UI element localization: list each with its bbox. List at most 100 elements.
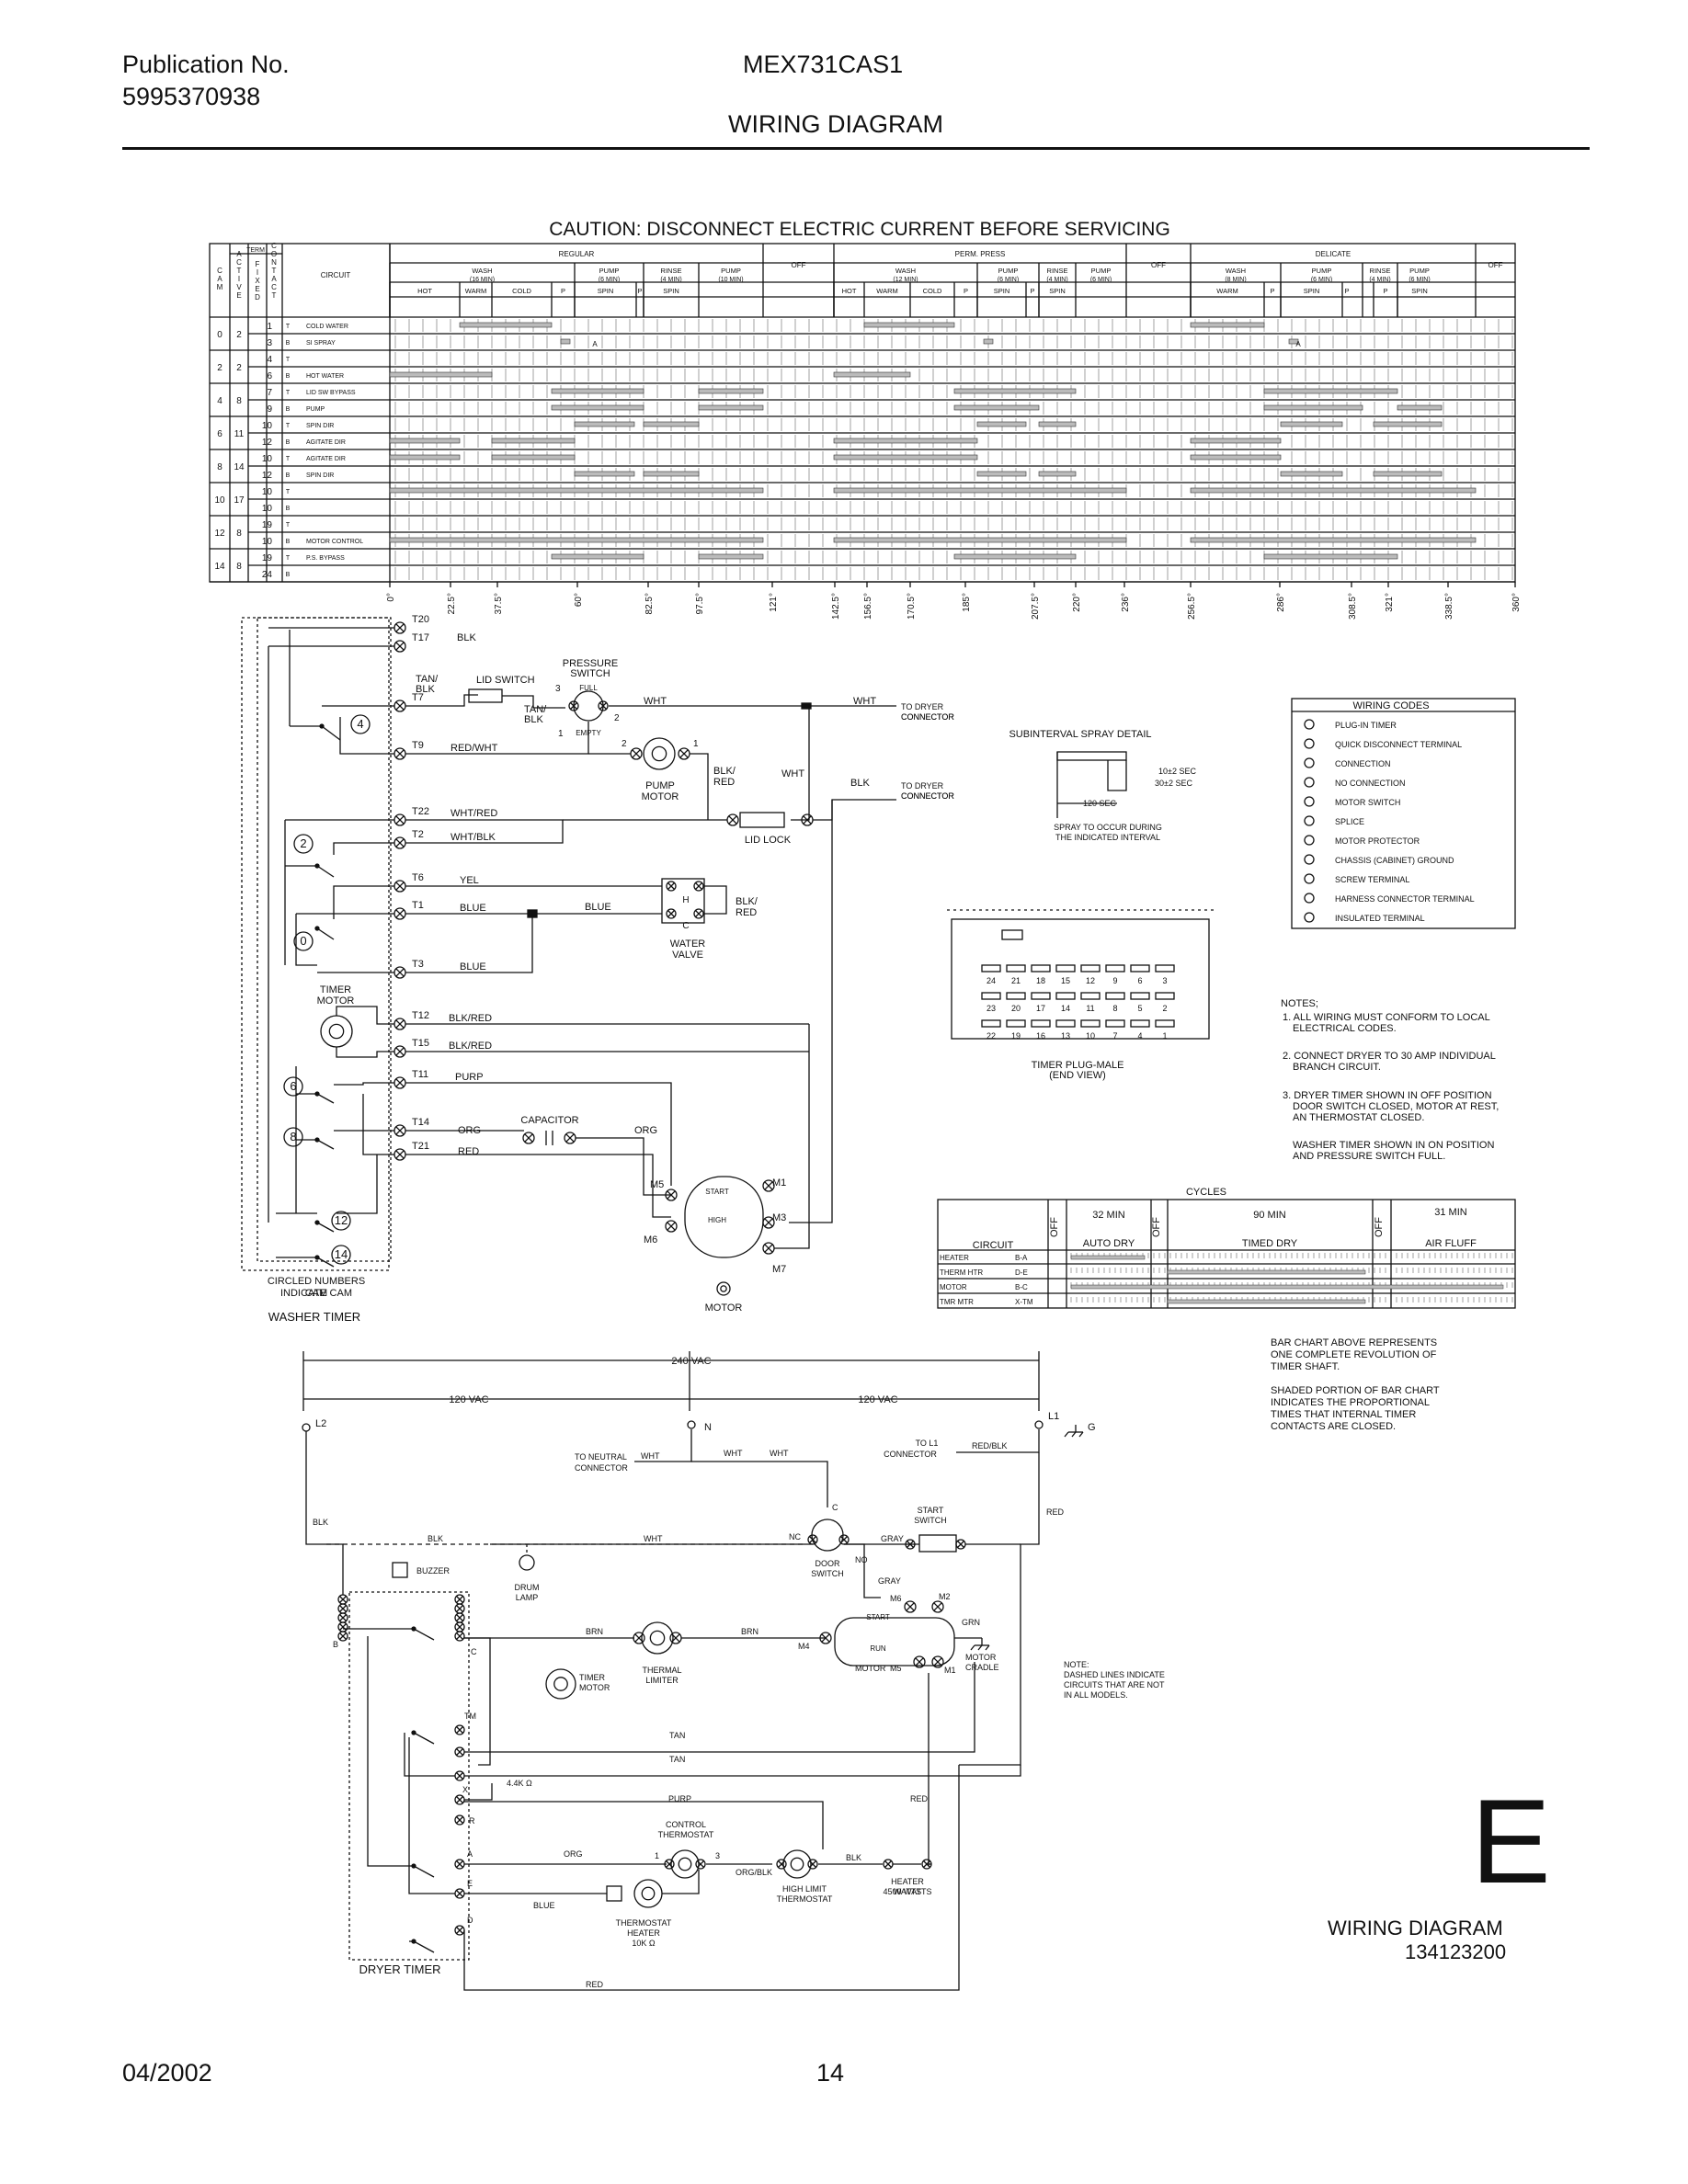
terminal-icon (695, 1859, 706, 1870)
wire (405, 694, 478, 707)
wire-color-label: BLUE (533, 1901, 555, 1910)
contact-closed-bar (389, 438, 461, 444)
terminal-icon (456, 1726, 463, 1734)
cycle-closed-bar (1167, 1269, 1366, 1275)
contact-closed-bar (1190, 322, 1265, 328)
plug-pin (1080, 1019, 1101, 1028)
phase-label: WARM (876, 287, 897, 295)
wire (404, 1733, 455, 1777)
wire-color-label: BLK (428, 1534, 443, 1543)
contact-position: B (286, 340, 291, 347)
timer-plug-label: TIMER PLUG-MALE (1032, 1060, 1124, 1071)
circuit-name: AGITATE DIR (306, 456, 346, 462)
phase-label: HOT (842, 287, 857, 295)
high-limit-thermostat-icon (782, 1849, 812, 1879)
contact-closed-bar (574, 471, 635, 477)
sub-interval-duration: (6 MIN) (998, 277, 1019, 283)
terminal-icon (395, 1047, 405, 1056)
switch-icon (413, 1628, 435, 1641)
drum-lamp-icon (519, 1554, 535, 1571)
plug-pin-number: 2 (1162, 1004, 1167, 1013)
plug-pin-number: 5 (1137, 1004, 1142, 1013)
vertical-header-letter: X (255, 277, 260, 285)
contact-closed-bar (551, 388, 644, 394)
fixed-terminal: 19 (262, 520, 273, 530)
washer-terminal-label: T15 (412, 1038, 429, 1049)
active-terminal: 2 (236, 363, 242, 373)
switch-icon (413, 1732, 435, 1745)
terminal-icon (667, 910, 675, 917)
active-terminal: 11 (234, 429, 245, 439)
circuit-name: MOTOR CONTROL (306, 539, 363, 545)
terminal-icon (666, 881, 677, 892)
wire (464, 1765, 1021, 1777)
contact-closed-bar (983, 338, 994, 345)
terminal-icon (522, 1132, 535, 1144)
terminal-icon (693, 881, 704, 892)
cycles-circuit-header: CIRCUIT (973, 1240, 1014, 1251)
washer-terminal-label: T14 (412, 1117, 429, 1128)
start-switch-label: START (918, 1506, 944, 1515)
wire (333, 842, 394, 855)
pressure-switch-label: PRESSURE (563, 658, 619, 669)
vertical-header-letter: T (237, 267, 242, 275)
wire (334, 1082, 394, 1086)
terminal-icon (904, 1600, 917, 1613)
contact-closed-bar (389, 454, 461, 461)
bar-chart-note: CONTACTS ARE CLOSED. (1271, 1421, 1396, 1432)
washer-terminal-label: T12 (412, 1010, 429, 1021)
dryer-motor-icon (834, 1617, 955, 1666)
dryer-timer-label: DRYER TIMER (359, 1962, 440, 1976)
buzzer-icon (392, 1562, 408, 1578)
footer-diagram-number: 134123200 (1405, 1940, 1507, 1963)
contact-closed-bar (1373, 471, 1443, 477)
wire (405, 1154, 671, 1218)
motor-cradle-label: CRADLE (965, 1663, 999, 1672)
sub-interval-duration: (16 MIN) (470, 277, 495, 283)
start-winding-label: START (705, 1188, 729, 1196)
plug-pin-number: 6 (1137, 976, 1142, 985)
switch-icon (316, 1139, 335, 1150)
phase-label: SPIN (1049, 287, 1066, 295)
wiring-code-item: QUICK DISCONNECT TERMINAL (1335, 740, 1462, 749)
voltage-120-label: 120 VAC (449, 1394, 488, 1405)
degree-label: 37.5° (494, 593, 504, 614)
wire-color-label: BLUE (585, 902, 611, 913)
terminal-icon (339, 1632, 347, 1640)
terminal-icon (395, 815, 405, 825)
terminal-icon (819, 1632, 832, 1644)
fixed-terminal: 10 (262, 504, 273, 514)
sub-interval-duration: (6 MIN) (1090, 277, 1112, 283)
phase-label: P (1030, 287, 1034, 295)
wire (502, 695, 565, 709)
sub-interval-duration: (6 MIN) (1409, 277, 1430, 283)
terminal-icon (697, 1860, 704, 1868)
degree-label: 121° (769, 593, 779, 612)
ground-icon (985, 1644, 990, 1651)
contact-position: T (286, 522, 291, 529)
terminal-icon (840, 1536, 848, 1543)
pressure-switch-label: SWITCH (570, 668, 610, 679)
cycles-circuit-name: TMR MTR (940, 1298, 974, 1306)
cam-number: 14 (335, 1247, 348, 1261)
sub-interval-label: PUMP (1091, 267, 1112, 275)
wire-color-label: BLK/RED (449, 1041, 492, 1052)
wiring-code-item: SPLICE (1335, 817, 1364, 826)
bar-chart-note: SHADED PORTION OF BAR CHART (1271, 1385, 1440, 1396)
motor-terminal-label: M4 (798, 1642, 810, 1651)
dryer-terminal-label: A (467, 1849, 473, 1859)
contact-closed-bar (833, 487, 1127, 494)
terminal-icon (395, 749, 405, 758)
terminal-icon (395, 701, 405, 711)
drum-lamp-label: LAMP (516, 1593, 539, 1602)
fixed-terminal: 6 (267, 371, 272, 381)
cam-circle (293, 834, 314, 854)
wiring-code-item: CHASSIS (CABINET) GROUND (1335, 856, 1454, 865)
degree-label: 0° (386, 593, 396, 602)
spray-note: SPRAY TO OCCUR DURING (1054, 823, 1162, 832)
to-l1-label: CONNECTOR (884, 1450, 937, 1459)
cam-circle (283, 1127, 303, 1147)
degree-label: 156.5° (863, 593, 873, 620)
fixed-terminal: 10 (262, 487, 273, 497)
cam-number: 8 (217, 462, 222, 472)
